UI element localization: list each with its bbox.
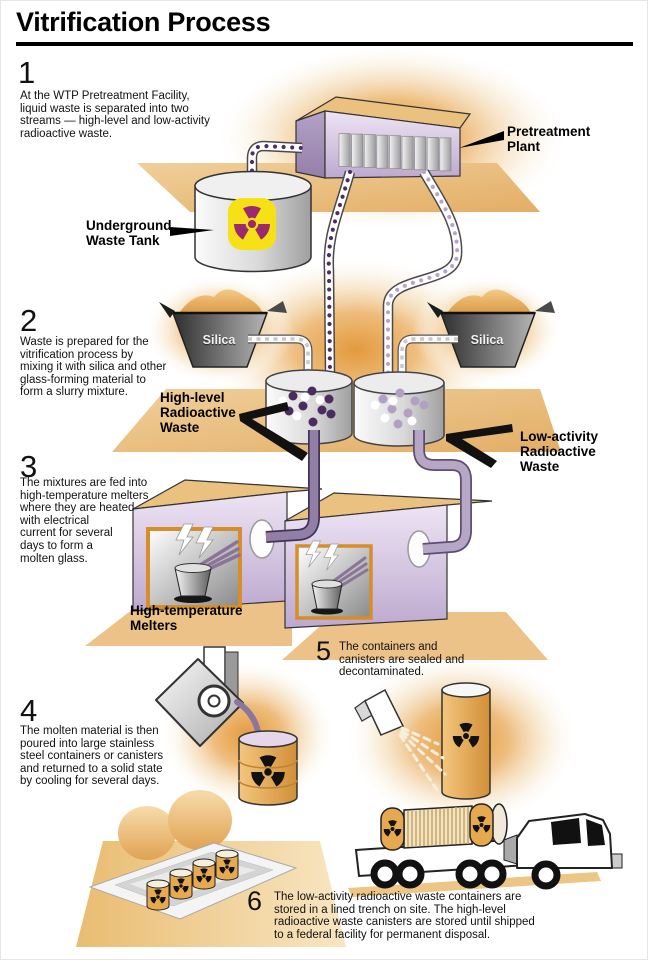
melter-left	[132, 479, 323, 612]
pipe-high-level-slurry	[323, 169, 356, 377]
high-level-slurry-dots	[278, 386, 336, 427]
truck-wheel	[531, 860, 561, 890]
step-4-number: 4	[20, 693, 38, 728]
pipe-tank-to-plant	[246, 140, 305, 208]
step-1-text: At the WTP Pretreatment Facility, liquid…	[20, 90, 210, 140]
trench-drum	[169, 868, 193, 900]
transport-cask	[380, 803, 508, 851]
truck-windshield	[586, 819, 605, 846]
page-title: Vitrification Process	[16, 7, 271, 37]
step-5-text: The containers and canisters are sealed …	[339, 641, 465, 679]
pipe-silica-left	[248, 334, 313, 374]
step-5-number: 5	[316, 636, 332, 666]
pour-ladle	[155, 646, 261, 747]
truck-wheel	[395, 859, 425, 889]
waste-canister	[441, 682, 491, 800]
plant-window-slats	[338, 133, 452, 172]
pointer-underground-tank	[170, 227, 214, 236]
label-melters: High-temperature Melters	[130, 603, 243, 633]
molten-stream	[234, 699, 261, 735]
label-high-level-waste: High-level Radioactive Waste	[160, 390, 236, 435]
pointer-pretreatment-plant	[459, 131, 504, 148]
dirt-mound	[168, 790, 232, 850]
title-underline	[16, 42, 633, 46]
trench-scene	[76, 790, 346, 947]
transport-truck	[348, 803, 623, 897]
spray-lines	[398, 726, 447, 792]
callout-high-level	[239, 402, 308, 461]
trench-drums	[146, 849, 239, 911]
label-silica-left: Silica	[202, 333, 236, 347]
step-1-number: 1	[18, 55, 36, 90]
pipe-melt-high-level	[265, 430, 320, 543]
truck-wheel	[477, 859, 507, 889]
step-2-text: Waste is prepared for the vitrification …	[20, 336, 167, 399]
pipe-low-activity-slurry	[382, 169, 463, 377]
silica-hopper-right	[427, 289, 555, 368]
underground-waste-tank	[194, 170, 312, 273]
step-6-number: 6	[247, 886, 263, 916]
label-underground-waste-tank: Underground Waste Tank	[86, 218, 172, 248]
trench-drum	[215, 849, 239, 881]
callout-low-activity	[446, 424, 513, 468]
pipe-silica-right	[397, 334, 458, 374]
step-4-text: The molten material is then poured into …	[20, 725, 164, 788]
label-low-activity-waste: Low-activity Radioactive Waste	[520, 429, 599, 474]
truck-side-window	[551, 818, 581, 845]
silica-hopper-left	[159, 289, 287, 368]
low-activity-slurry-dots	[370, 388, 429, 429]
truck-rack	[503, 834, 518, 865]
step-3-text: The mixtures are fed into high-temperatu…	[20, 477, 149, 565]
melter-right	[284, 492, 493, 629]
truck-wheels	[370, 859, 561, 890]
spray-nozzle	[354, 688, 405, 736]
step-6-text: The low-activity radioactive waste conta…	[274, 891, 535, 941]
trench-drum	[146, 879, 170, 911]
pretreatment-plant-building	[295, 96, 472, 179]
label-pretreatment-plant: Pretreatment Plant	[507, 124, 591, 154]
trench-drum	[192, 858, 216, 890]
waste-drum	[238, 730, 298, 806]
label-silica-right: Silica	[470, 333, 504, 347]
pipe-melt-low-activity	[413, 430, 472, 555]
step-2-number: 2	[20, 303, 38, 338]
truck-wheel	[370, 859, 400, 889]
step-3-number: 3	[20, 449, 38, 484]
mixing-tank-low-activity	[353, 371, 445, 447]
dirt-mound	[118, 806, 176, 860]
